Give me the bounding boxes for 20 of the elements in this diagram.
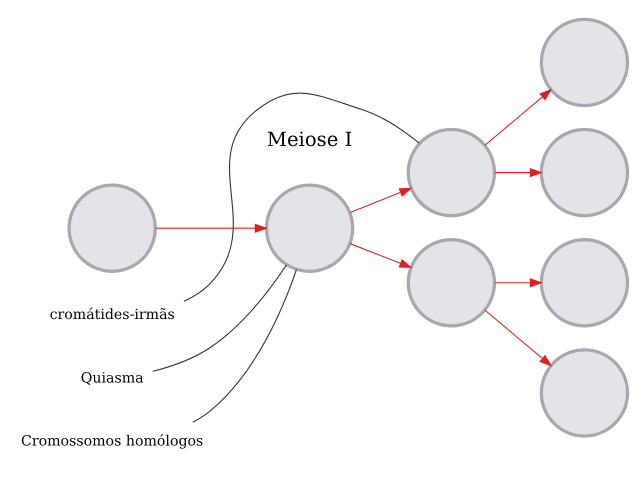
- node-circle: [406, 127, 496, 217]
- arrow: [484, 88, 552, 146]
- arrow: [494, 168, 542, 177]
- arrow: [484, 309, 552, 366]
- label: Meiose I: [266, 127, 352, 150]
- connector: [152, 264, 286, 372]
- connector: [183, 92, 420, 302]
- arrow: [494, 278, 542, 287]
- arrow: [349, 242, 412, 268]
- node-text: Quiasma: [80, 370, 144, 386]
- node-circle: [66, 183, 156, 272]
- node-text: cromátides-irmãs: [49, 306, 174, 323]
- node-text: Cromossomos homólogos: [20, 433, 203, 450]
- node-circle: [264, 183, 354, 272]
- node-circle: [539, 127, 629, 217]
- arrow: [155, 223, 268, 232]
- node-circle: [406, 238, 496, 327]
- node-circle: [539, 238, 629, 327]
- connector: [192, 268, 296, 422]
- arrow: [349, 187, 412, 213]
